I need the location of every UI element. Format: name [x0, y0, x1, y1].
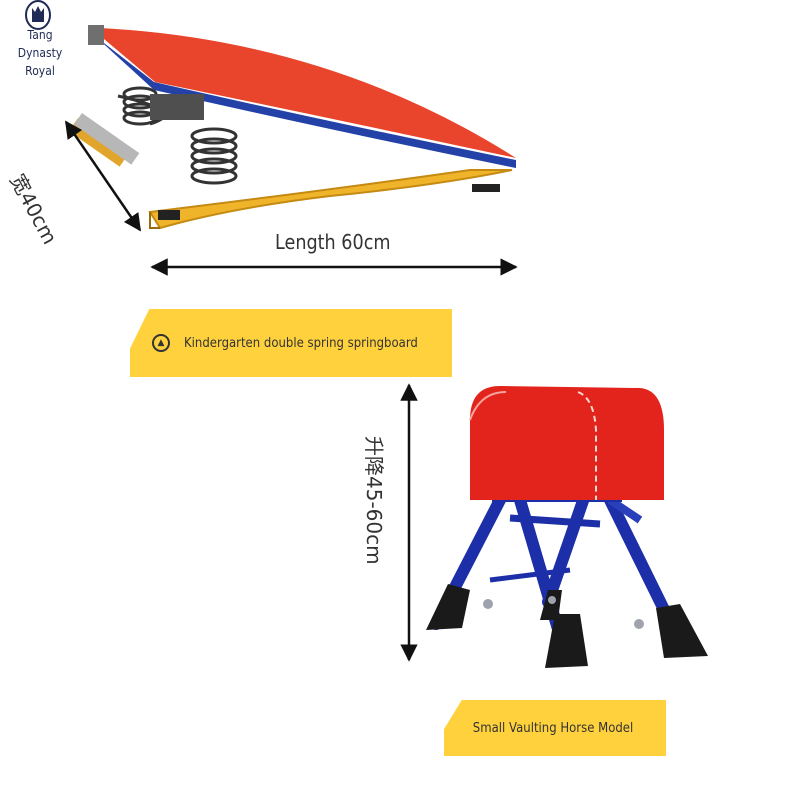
springboard-caption-banner: ▲ Kindergarten double spring springboard [130, 309, 452, 377]
vaulting-horse-caption: Small Vaulting Horse Model [472, 720, 634, 736]
vaulting-horse-caption-banner: Small Vaulting Horse Model [444, 700, 666, 756]
springboard-corner-cap-left [88, 25, 104, 45]
springboard-base [148, 169, 513, 230]
brand-name: Tang Dynasty Royal [17, 28, 63, 78]
vaulting-horse-legs [430, 489, 684, 644]
vaulting-horse-cushion [470, 386, 664, 500]
brand-logo-icon [25, 0, 51, 30]
springboard-image [68, 25, 516, 230]
springboard-spring-right [190, 127, 238, 185]
springboard-length-label: Length 60cm [275, 230, 391, 254]
vaulting-horse-image [426, 386, 708, 668]
up-arrow-circle-icon: ▲ [152, 334, 170, 352]
springboard-surface [98, 28, 516, 158]
width-dimension-arrow [64, 120, 142, 232]
vaulting-horse-feet [426, 584, 708, 668]
vaulting-horse-height-label: 升降45-60cm [362, 436, 386, 565]
springboard-caption: Kindergarten double spring springboard [184, 335, 418, 351]
springboard-frame [95, 36, 516, 168]
springboard-front-cap [150, 94, 204, 120]
